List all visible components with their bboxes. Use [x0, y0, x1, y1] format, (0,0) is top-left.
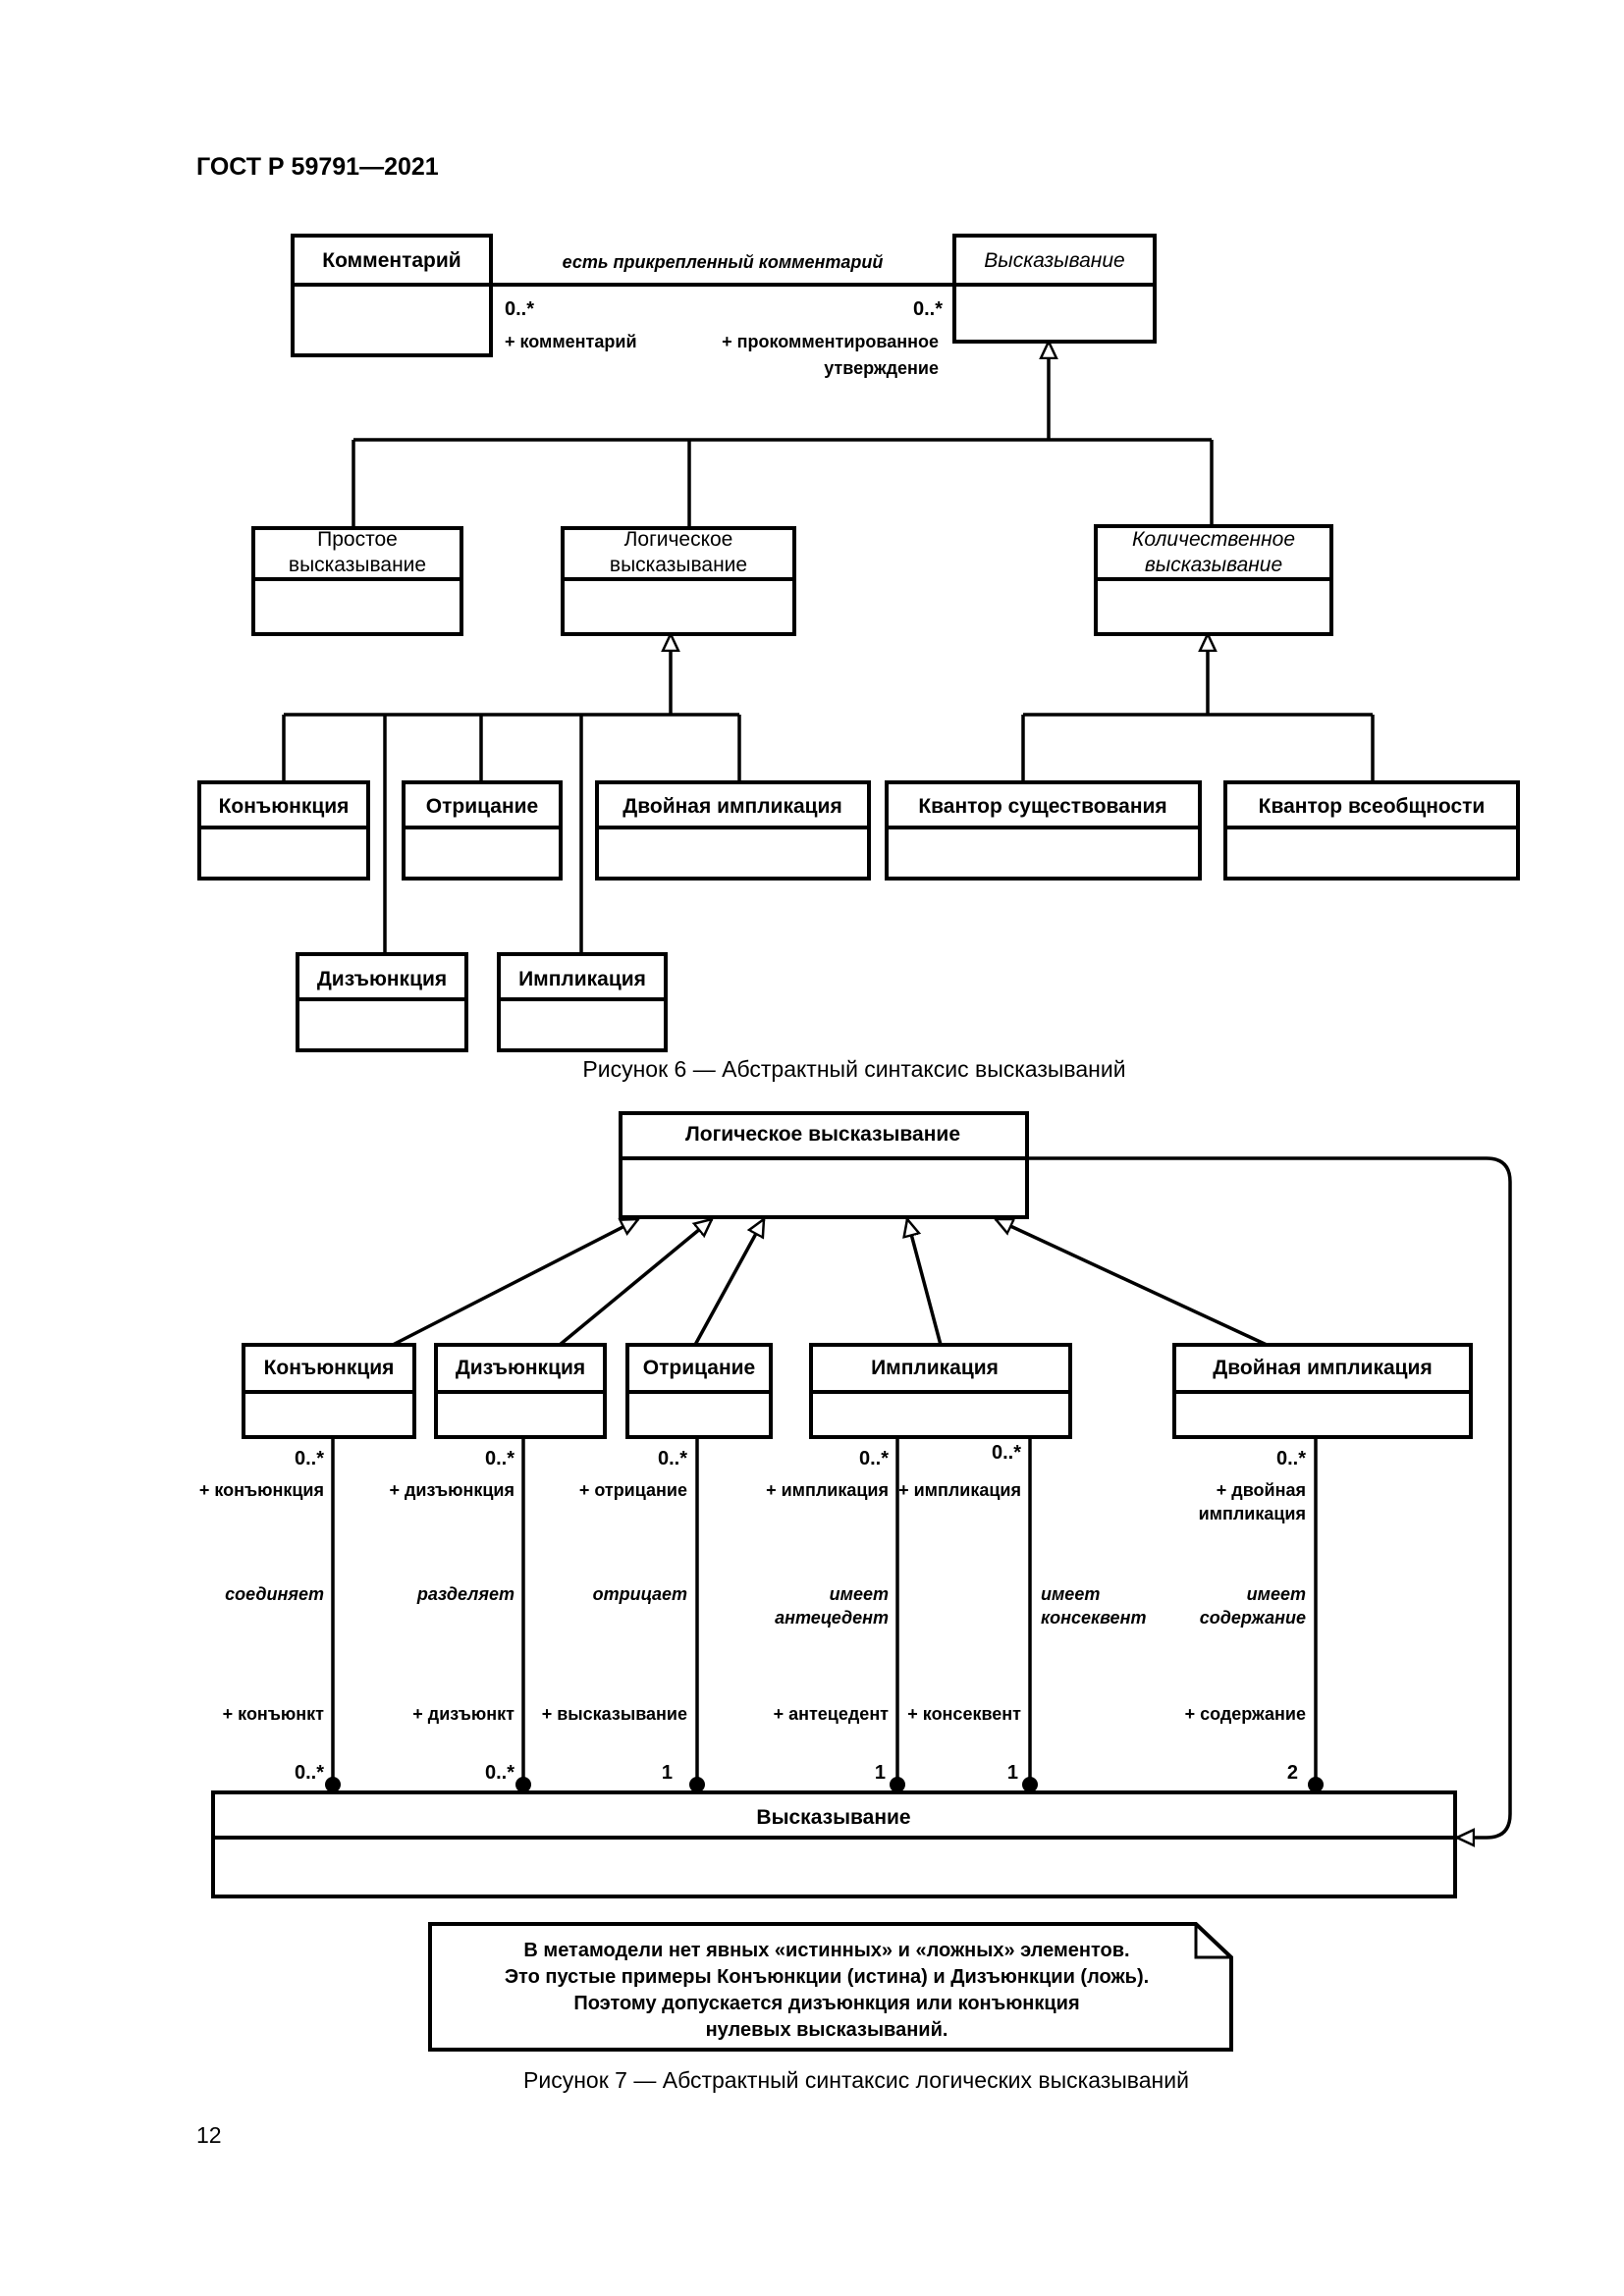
association-name: антецедент [775, 1608, 889, 1628]
multiplicity: 0..* [505, 298, 534, 320]
class-title: Конъюнкция [219, 795, 350, 818]
class-implication-f6 [497, 952, 668, 1052]
association-name: соединяет [225, 1584, 324, 1604]
association-name: консеквент [1041, 1608, 1146, 1628]
multiplicity: 2 [1287, 1762, 1298, 1784]
role-label: импликация [1199, 1504, 1306, 1523]
class-title: Дизъюнкция [317, 968, 447, 990]
class-title: Двойная импликация [1213, 1357, 1432, 1379]
class-title: Импликация [871, 1357, 999, 1379]
figure-7 [211, 1111, 1512, 2052]
class-disjunction-f7 [434, 1343, 607, 1439]
class-biimplication-f7 [1172, 1343, 1473, 1439]
generalization-logical-f7 [392, 1156, 1512, 1838]
figure-caption: Рисунок 6 — Абстрактный синтаксис высказ… [582, 1056, 1125, 1082]
multiplicity: 0..* [992, 1442, 1021, 1464]
class-title: Логическое высказывание [685, 1123, 960, 1146]
multiplicity: 1 [1007, 1762, 1018, 1784]
note-text: нулевых высказываний. [706, 2019, 948, 2041]
association-name: есть прикрепленный комментарий [563, 252, 884, 272]
note-box [428, 1922, 1233, 2052]
class-title: высказывание [289, 554, 426, 576]
role-label: + дизъюнкт [412, 1704, 514, 1724]
multiplicity: 0..* [913, 298, 943, 320]
figure-caption: Рисунок 7 — Абстрактный синтаксис логиче… [523, 2067, 1189, 2093]
class-negation-f7 [625, 1343, 773, 1439]
class-title: Двойная импликация [623, 795, 841, 818]
class-universal-f6 [1223, 780, 1520, 881]
class-title: высказывание [610, 554, 747, 576]
class-simple-statement [251, 526, 463, 636]
role-label: + дизъюнкция [389, 1480, 514, 1500]
multiplicity: 0..* [485, 1762, 514, 1784]
class-title: Импликация [518, 968, 646, 990]
class-conjunction-f7 [242, 1343, 416, 1439]
role-label: + двойная [1217, 1480, 1306, 1500]
class-disjunction-f6 [296, 952, 468, 1052]
class-title: Простое [317, 528, 398, 551]
page-number: 12 [196, 2122, 222, 2148]
class-statement-abstract [952, 234, 1157, 344]
generalization-quantified [1021, 634, 1375, 782]
role-label: + высказывание [542, 1704, 687, 1724]
class-existential-f6 [885, 780, 1202, 881]
class-title: Отрицание [426, 795, 538, 818]
class-title: Количественное [1132, 528, 1295, 551]
association-endpoints [325, 1777, 1324, 1792]
role-label: + импликация [898, 1480, 1021, 1500]
figure-7-text: Логическое высказывание Конъюнкция Дизъю… [199, 1123, 1433, 2093]
generalization-logical [282, 634, 741, 954]
multiplicity: 0..* [658, 1448, 687, 1469]
association-name: содержание [1200, 1608, 1306, 1628]
multiplicity: 0..* [859, 1448, 889, 1469]
role-label: + содержание [1185, 1704, 1306, 1724]
multiplicity: 0..* [295, 1762, 324, 1784]
class-logical-statement [561, 526, 796, 636]
multiplicity: 1 [875, 1762, 886, 1784]
class-title: Высказывание [756, 1806, 910, 1829]
class-title: Комментарий [322, 249, 460, 272]
figure-6 [197, 234, 1520, 1052]
note-text: Поэтому допускается дизъюнкция или конъю… [573, 1993, 1079, 2014]
association-name: имеет [830, 1584, 889, 1604]
class-logical-statement-f7 [619, 1111, 1029, 1219]
class-biimplication-f6 [595, 780, 871, 881]
figure-6-text: Комментарий Высказывание есть прикреплен… [219, 249, 1486, 1082]
association-lines-f7 [331, 1437, 1318, 1785]
note-text: В метамодели нет явных «истинных» и «лож… [523, 1940, 1129, 1961]
role-label: + конъюнкт [223, 1704, 325, 1724]
class-title: Конъюнкция [264, 1357, 395, 1379]
multiplicity: 0..* [485, 1448, 514, 1469]
association-name: имеет [1041, 1584, 1100, 1604]
multiplicity: 0..* [1276, 1448, 1306, 1469]
class-title: Квантор всеобщности [1259, 795, 1486, 818]
class-title: Отрицание [643, 1357, 755, 1379]
role-label: + антецедент [774, 1704, 890, 1724]
generalization-statement [352, 342, 1214, 528]
class-title: высказывание [1145, 554, 1282, 576]
multiplicity: 0..* [295, 1448, 324, 1469]
role-label: утверждение [824, 358, 939, 378]
association-name: имеет [1247, 1584, 1306, 1604]
class-title: Квантор существования [918, 795, 1166, 818]
association-name: разделяет [416, 1584, 514, 1604]
class-negation-f6 [402, 780, 563, 881]
class-comment [291, 234, 493, 357]
document-id: ГОСТ Р 59791—2021 [196, 153, 439, 181]
role-label: + прокомментированное [722, 332, 939, 351]
class-title: Дизъюнкция [456, 1357, 585, 1379]
role-label: + консеквент [907, 1704, 1021, 1724]
class-title: Высказывание [984, 249, 1124, 272]
role-label: + конъюнкция [199, 1480, 324, 1500]
class-quantified-statement [1094, 524, 1333, 636]
multiplicity: 1 [662, 1762, 673, 1784]
role-label: + отрицание [579, 1480, 687, 1500]
note-text: Это пустые примеры Конъюнкции (истина) и… [505, 1966, 1149, 1988]
association-name: отрицает [593, 1584, 687, 1604]
role-label: + импликация [766, 1480, 889, 1500]
class-implication-f7 [809, 1343, 1072, 1439]
role-label: + комментарий [505, 332, 637, 351]
class-title: Логическое [624, 528, 733, 551]
